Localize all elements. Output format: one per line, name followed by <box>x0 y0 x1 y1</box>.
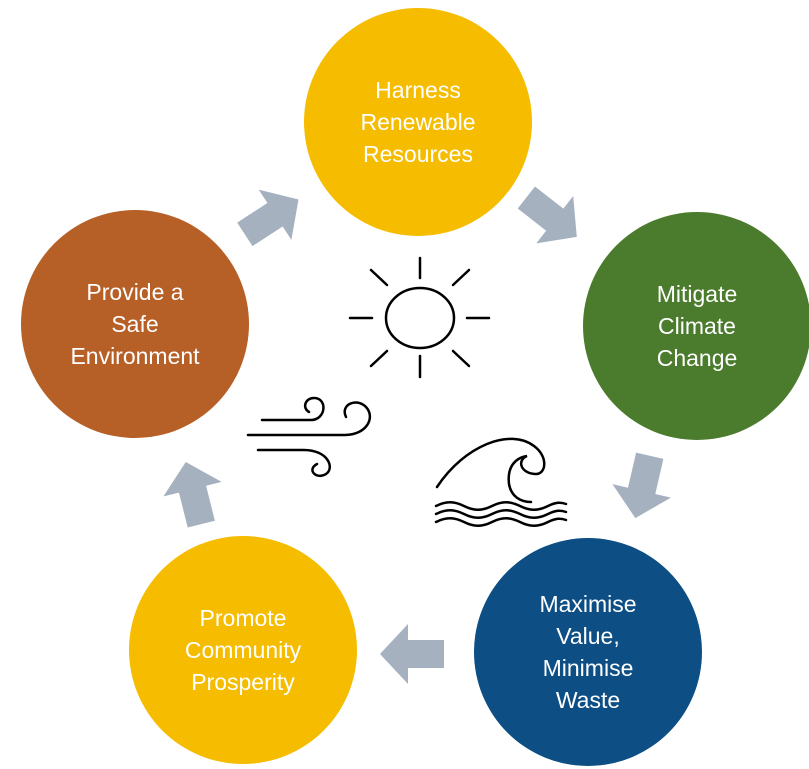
cycle-arrow-icon <box>163 462 222 528</box>
wave-icon <box>434 437 568 527</box>
node-maximise-value-minimise-waste: Maximise Value, Minimise Waste <box>474 538 702 766</box>
sun-icon <box>348 256 491 379</box>
node-label: Mitigate Climate Change <box>656 281 738 371</box>
node-label: Provide a Safe Environment <box>70 279 200 369</box>
node-harness-renewable-resources: Harness Renewable Resources <box>304 8 532 236</box>
node-label: Promote Community Prosperity <box>184 605 302 695</box>
cycle-arrow-icon <box>237 189 299 247</box>
node-label: Maximise Value, Minimise Waste <box>539 591 637 713</box>
node-promote-community-prosperity: Promote Community Prosperity <box>129 536 357 764</box>
cycle-arrow-icon <box>612 452 671 519</box>
cycle-arrow-icon <box>380 624 444 684</box>
node-label: Harness Renewable Resources <box>360 77 476 167</box>
wind-icon <box>246 396 372 478</box>
node-provide-safe-environment: Provide a Safe Environment <box>21 210 249 438</box>
node-mitigate-climate-change: Mitigate Climate Change <box>583 212 809 440</box>
cycle-arrow-icon <box>517 186 577 244</box>
